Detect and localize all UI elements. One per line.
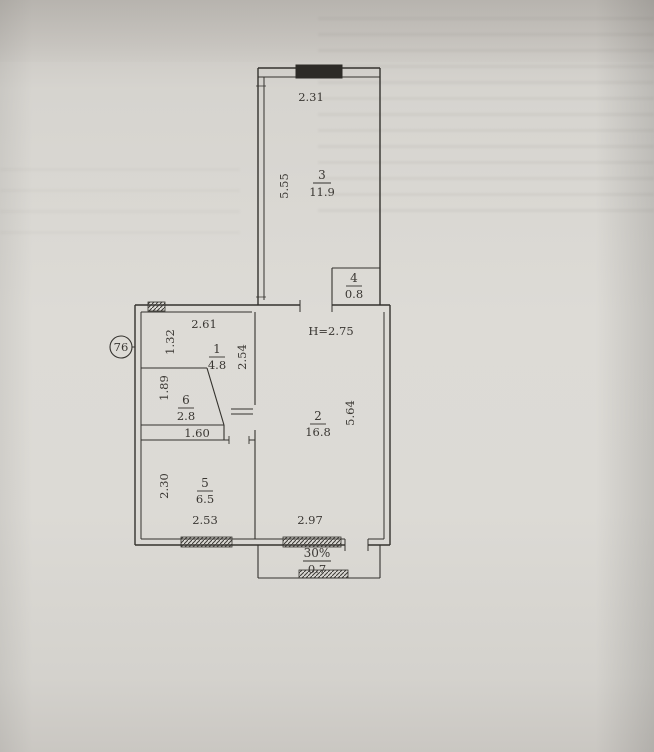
window-hatch-room2 <box>282 536 342 548</box>
balcony-rail-hatch <box>298 569 349 579</box>
balcony-label: 30% 0.7 <box>303 546 331 576</box>
dim-room5-left: 2.30 <box>157 473 171 499</box>
dim-room5-bottom: 2.53 <box>192 513 218 527</box>
room3-label: 3 11.9 <box>309 168 335 199</box>
room4-area: 0.8 <box>345 287 363 301</box>
room2-label: 2 16.8 <box>305 409 331 439</box>
room4-label: 4 0.8 <box>345 271 363 301</box>
room2-area: 16.8 <box>305 425 331 439</box>
balcony-area: 0.7 <box>308 562 326 576</box>
balcony-percent: 30% <box>304 546 331 560</box>
dim-room6-bottom: 1.60 <box>184 426 210 440</box>
room6-label: 6 2.8 <box>177 393 195 423</box>
dim-room2-right: 5.64 <box>343 400 357 426</box>
room4-number: 4 <box>350 271 358 285</box>
unit-number-label: 76 <box>114 340 129 354</box>
dim-room1-top: 2.61 <box>191 317 217 331</box>
dim-room3-left: 5.55 <box>277 173 291 199</box>
vent-shaft-block <box>295 64 343 79</box>
room5-label: 5 6.5 <box>196 476 214 506</box>
dim-corridor-right: 2.54 <box>235 344 249 370</box>
dim-room6-left: 1.89 <box>157 375 171 401</box>
room6-area: 2.8 <box>177 409 195 423</box>
room1-label: 1 4.8 <box>208 342 226 372</box>
window-hatch-room5 <box>180 536 233 548</box>
room5-area: 6.5 <box>196 492 214 506</box>
room6-number: 6 <box>182 393 190 407</box>
room2-number: 2 <box>314 409 322 423</box>
room1-number: 1 <box>213 342 221 356</box>
main-exterior-walls <box>134 300 391 551</box>
room3-number: 3 <box>318 168 326 182</box>
room4-walls <box>331 267 380 300</box>
room1-area: 4.8 <box>208 358 226 372</box>
wall-hatch-top-left <box>147 301 166 312</box>
ceiling-height-label: H=2.75 <box>308 324 353 338</box>
room3-walls <box>256 67 381 305</box>
room5-number: 5 <box>201 476 209 490</box>
dim-room2-bottom: 2.97 <box>297 513 323 527</box>
interior-walls <box>141 312 256 539</box>
room3-area: 11.9 <box>309 185 335 199</box>
dim-room1-left: 1.32 <box>163 329 177 355</box>
dim-room3-top: 2.31 <box>298 90 324 104</box>
